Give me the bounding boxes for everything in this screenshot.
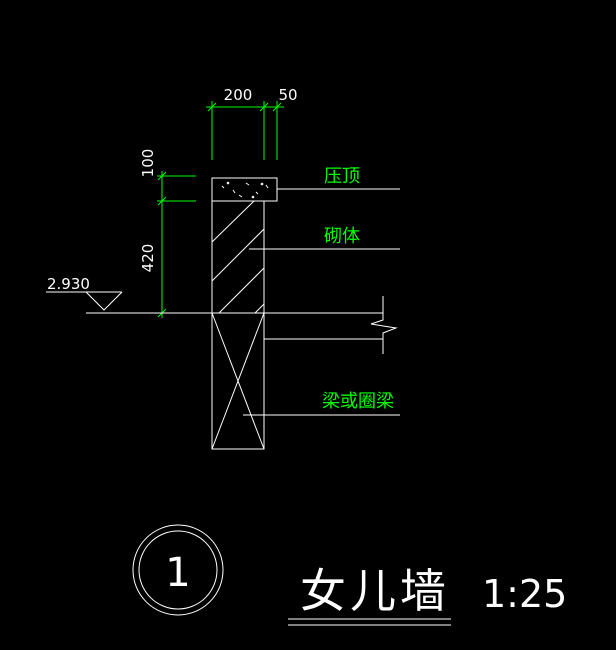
beam-section bbox=[211, 312, 265, 450]
label-beam: 梁或圈梁 bbox=[322, 391, 394, 412]
dim-width-overhang: 50 bbox=[278, 86, 297, 104]
drawing-scale: 1:25 bbox=[482, 572, 567, 616]
dim-tick bbox=[207, 102, 217, 112]
dim-height-coping: 100 bbox=[139, 149, 157, 178]
slab-break-line bbox=[370, 296, 398, 354]
leader-lines bbox=[243, 188, 400, 416]
label-masonry: 砌体 bbox=[324, 226, 360, 247]
coping-hatch bbox=[221, 181, 269, 199]
dimension-lines bbox=[157, 101, 284, 318]
dim-tick bbox=[272, 102, 282, 112]
beam-cross-line bbox=[211, 312, 265, 450]
masonry-hatch bbox=[211, 200, 265, 314]
detail-number-symbol bbox=[132, 524, 224, 616]
drawing-title: 女儿墙 bbox=[300, 564, 450, 618]
floor-slab bbox=[264, 296, 398, 354]
title-underline bbox=[288, 618, 451, 626]
detail-number: 1 bbox=[165, 550, 190, 596]
dim-tick bbox=[157, 171, 167, 181]
dim-height-masonry: 420 bbox=[139, 244, 157, 273]
label-coping: 压顶 bbox=[324, 166, 360, 187]
dim-tick bbox=[259, 102, 269, 112]
masonry-wall bbox=[211, 200, 265, 314]
dim-width-wall: 200 bbox=[224, 86, 253, 104]
elevation-value: 2.930 bbox=[47, 275, 90, 293]
elevation-marker bbox=[46, 291, 212, 314]
wall-section bbox=[46, 177, 398, 450]
dim-tick bbox=[157, 196, 167, 206]
coping-block bbox=[211, 177, 278, 202]
